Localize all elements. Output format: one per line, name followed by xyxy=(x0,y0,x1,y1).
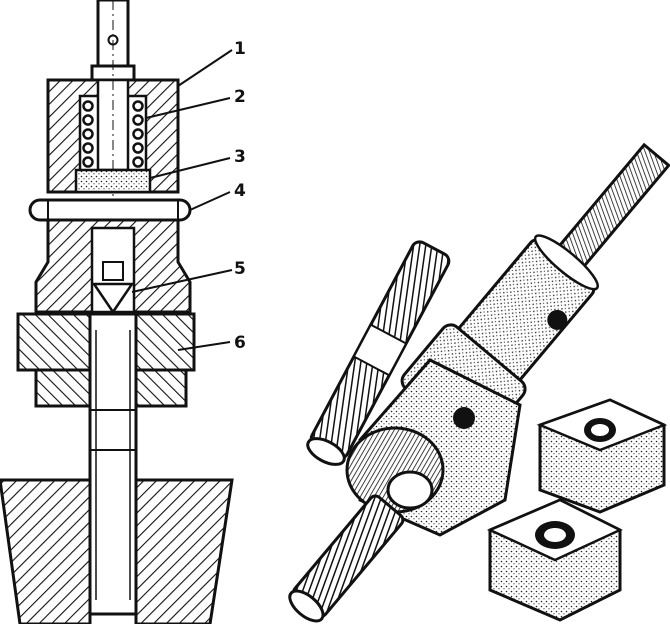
cross-section-drawing xyxy=(0,0,234,624)
callout-leaders xyxy=(131,49,233,351)
callout-label-2: 2 xyxy=(234,87,246,107)
clamp-block-lower xyxy=(486,498,623,622)
callout-label-3: 3 xyxy=(234,147,246,167)
clamp-block-upper xyxy=(536,398,668,514)
callout-label-1: 1 xyxy=(234,39,246,59)
tool-body xyxy=(288,358,522,623)
loose-stud xyxy=(306,240,451,466)
perspective-view xyxy=(288,142,670,623)
callout-label-5: 5 xyxy=(234,259,246,279)
callout-label-4: 4 xyxy=(234,181,246,201)
callout-label-6: 6 xyxy=(234,333,246,353)
